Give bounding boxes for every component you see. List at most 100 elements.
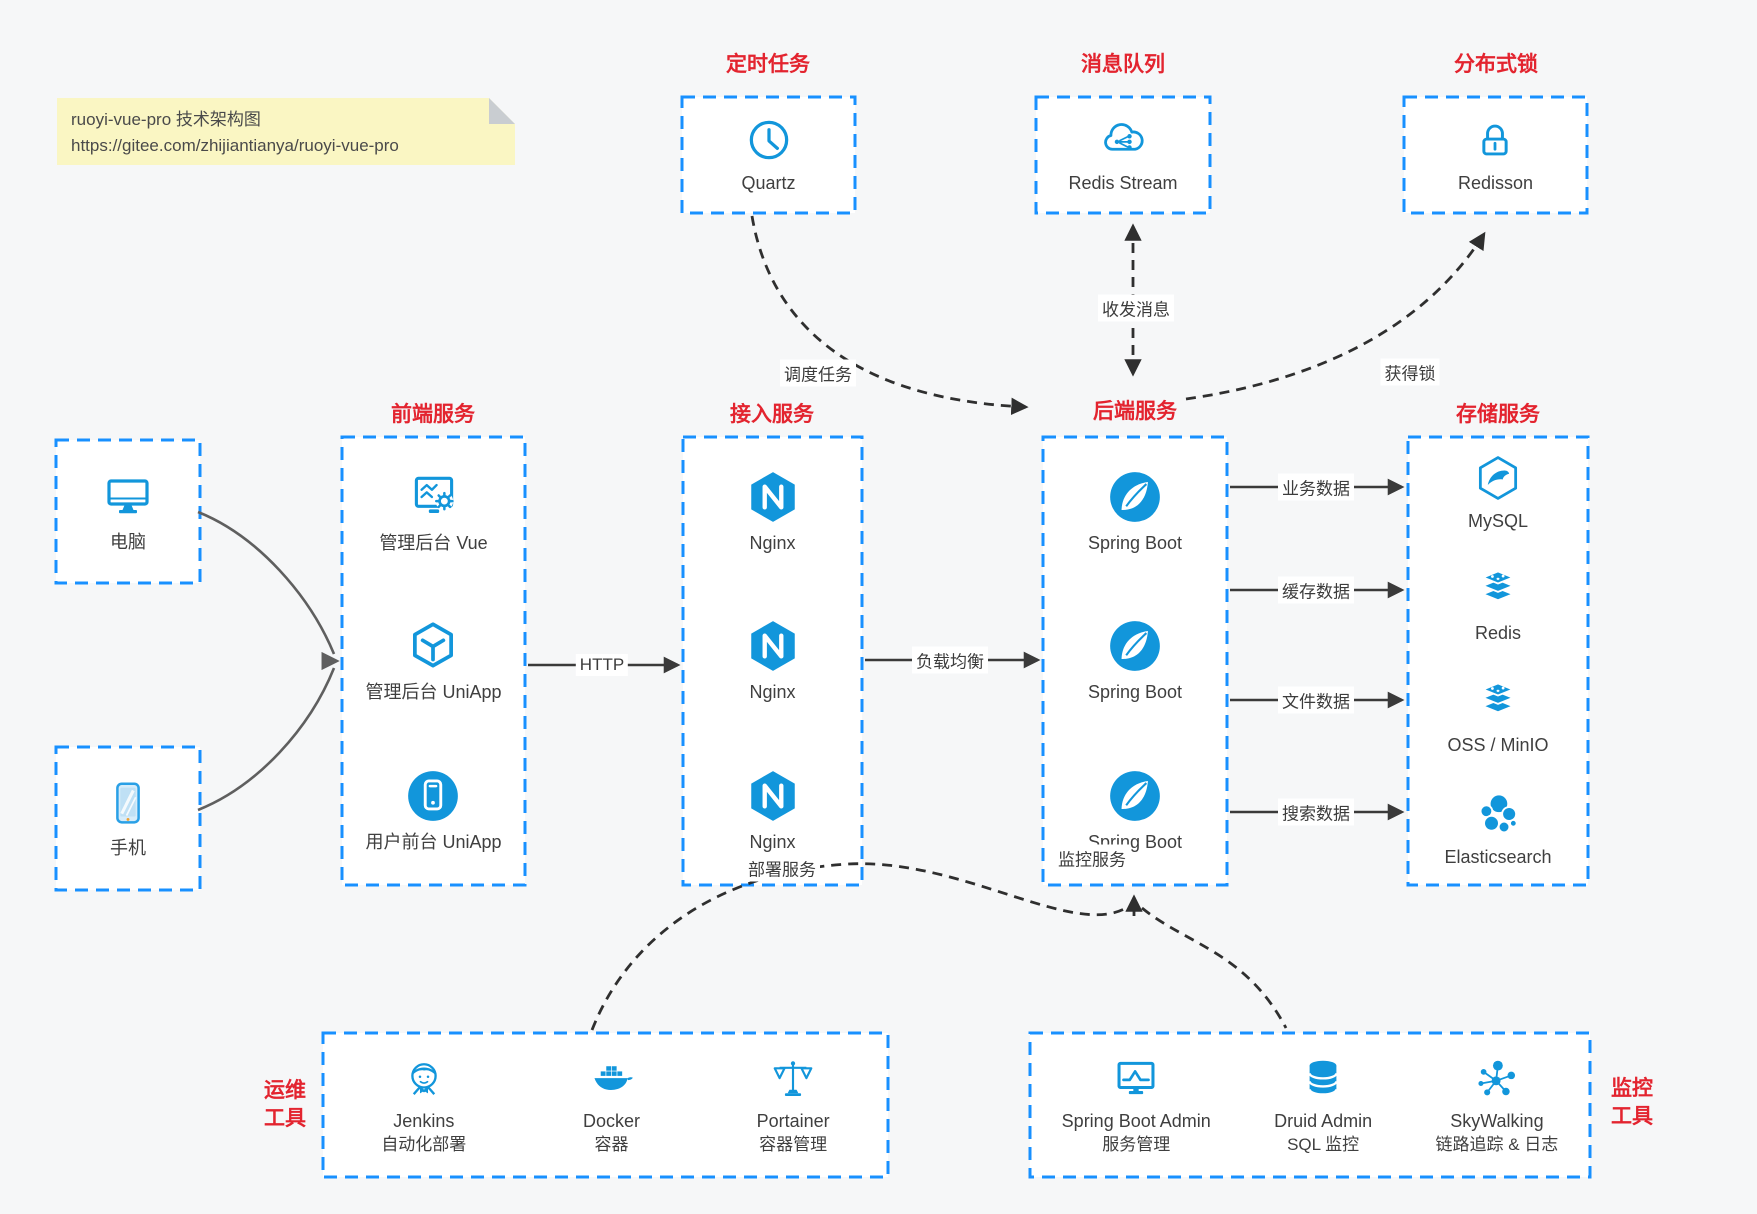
group-pc: 电脑: [56, 440, 200, 583]
title-devops: 运维 工具: [264, 1079, 306, 1130]
group-gateway: Nginx Nginx Nginx: [683, 437, 862, 885]
nginx-icon: [744, 767, 802, 825]
group-phone: 手机: [56, 747, 200, 890]
node-nginx-3: Nginx: [744, 767, 802, 854]
edge-label-monitor: 监控服务: [1054, 844, 1130, 872]
edge-label-deploy: 部署服务: [744, 854, 820, 882]
mobile-app-icon: [404, 767, 462, 825]
node-druid-admin: Druid Admin SQL 监控: [1274, 1054, 1372, 1155]
group-lock: Redisson: [1404, 97, 1587, 213]
node-nginx-2: Nginx: [744, 617, 802, 704]
node-phone: 手机: [101, 777, 155, 860]
admin-console-icon: [405, 468, 463, 526]
box-storage: [1406, 435, 1590, 887]
database-icon: [1298, 1054, 1348, 1104]
arrow-phone-to-frontend: [197, 667, 336, 812]
node-admin-uniapp: 管理后台 UniApp: [365, 617, 502, 704]
edge-label-biz-data: 业务数据: [1278, 473, 1354, 501]
title-frontend: 前端服务: [391, 403, 475, 426]
node-springboot-2: Spring Boot: [1088, 617, 1182, 704]
edge-label-acquire-lock: 获得锁: [1380, 358, 1440, 386]
arrow-deploy: [590, 862, 1127, 1031]
title-lock: 分布式锁: [1454, 53, 1538, 76]
portainer-icon: [768, 1054, 818, 1104]
spring-icon: [1106, 617, 1164, 675]
node-label: 管理后台 UniApp: [365, 682, 502, 703]
node-label: Nginx: [749, 831, 796, 852]
arrow-pc-to-frontend: [197, 510, 336, 655]
node-portainer: Portainer 容器管理: [757, 1054, 830, 1155]
node-label: MySQL: [1467, 511, 1528, 532]
node-label: Redis: [1474, 623, 1522, 644]
node-label: Portainer: [756, 1111, 830, 1132]
nginx-icon: [744, 617, 802, 675]
node-label: OSS / MinIO: [1447, 735, 1549, 756]
node-springboot-1: Spring Boot: [1088, 468, 1182, 555]
group-mq: Redis Stream: [1036, 97, 1210, 213]
node-mysql: MySQL: [1468, 452, 1528, 533]
note-url: https://gitee.com/zhijiantianya/ruoyi-vu…: [71, 136, 399, 155]
node-elasticsearch: Elasticsearch: [1444, 788, 1552, 869]
node-label: Spring Boot: [1087, 682, 1183, 703]
node-quartz: Quartz: [741, 114, 796, 195]
node-pc: 电脑: [100, 469, 156, 554]
jenkins-icon: [399, 1054, 449, 1104]
note-title: ruoyi-vue-pro 技术架构图: [71, 110, 261, 129]
node-jenkins: Jenkins 自动化部署: [381, 1054, 466, 1155]
arrow-monitor: [1141, 906, 1288, 1029]
title-storage: 存储服务: [1456, 403, 1540, 426]
node-sublabel: SQL 监控: [1287, 1134, 1360, 1154]
node-admin-vue: 管理后台 Vue: [379, 468, 488, 555]
monitor-chart-icon: [1111, 1054, 1161, 1104]
node-sublabel: 链路追踪 & 日志: [1435, 1134, 1559, 1154]
group-storage: MySQL Redis OSS / MinIO Elasticsearch: [1408, 437, 1588, 885]
node-label: Druid Admin: [1274, 1111, 1373, 1132]
nginx-icon: [744, 468, 802, 526]
node-springboot-3: Spring Boot: [1088, 767, 1182, 854]
group-scheduled: Quartz: [682, 97, 855, 213]
smartphone-icon: [101, 777, 155, 831]
arrow-acquire-lock: [1185, 231, 1486, 401]
node-label: Nginx: [749, 532, 796, 553]
box-monitoring: [1028, 1031, 1592, 1179]
edge-label-http: HTTP: [575, 654, 629, 676]
node-sublabel: 服务管理: [1102, 1134, 1171, 1154]
node-sublabel: 自动化部署: [381, 1134, 467, 1154]
node-label: Quartz: [741, 173, 796, 194]
node-label: Spring Boot: [1087, 532, 1183, 553]
edge-label-search-data: 搜索数据: [1278, 798, 1354, 826]
node-redisson: Redisson: [1458, 114, 1533, 195]
node-label: 用户前台 UniApp: [365, 831, 502, 852]
cloud-mq-icon: [1097, 114, 1149, 166]
node-sublabel: 容器管理: [759, 1134, 828, 1154]
node-redis: Redis: [1472, 564, 1524, 645]
node-sublabel: 容器: [594, 1134, 629, 1154]
cube-icon: [404, 617, 462, 675]
box-mq: [1034, 95, 1212, 215]
group-monitoring: Spring Boot Admin 服务管理 Druid Admin SQL 监…: [1030, 1033, 1590, 1177]
node-skywalking: SkyWalking 链路追踪 & 日志: [1435, 1054, 1559, 1155]
title-scheduled: 定时任务: [726, 53, 810, 76]
title-backend: 后端服务: [1093, 400, 1177, 423]
node-label: Docker: [582, 1111, 640, 1132]
edge-label-file-data: 文件数据: [1278, 686, 1354, 714]
sticky-note: ruoyi-vue-pro 技术架构图 https://gitee.com/zh…: [57, 98, 515, 165]
node-label: Jenkins: [393, 1111, 455, 1132]
node-nginx-1: Nginx: [744, 468, 802, 555]
group-frontend: 管理后台 Vue 管理后台 UniApp 用户前台 UniApp: [342, 437, 525, 885]
lock-icon: [1469, 114, 1521, 166]
box-scheduled: [680, 95, 857, 215]
desktop-icon: [100, 469, 156, 525]
node-label: 管理后台 Vue: [379, 532, 488, 553]
box-devops: [321, 1031, 890, 1179]
redis-icon: [1472, 564, 1524, 616]
group-devops: Jenkins 自动化部署 Docker 容器 Portainer 容器管理: [323, 1033, 888, 1177]
node-redis-stream: Redis Stream: [1068, 114, 1178, 195]
spring-icon: [1106, 468, 1164, 526]
node-docker: Docker 容器: [583, 1054, 640, 1155]
mysql-icon: [1472, 452, 1524, 504]
node-label: SkyWalking: [1450, 1111, 1544, 1132]
title-gateway: 接入服务: [730, 403, 814, 426]
